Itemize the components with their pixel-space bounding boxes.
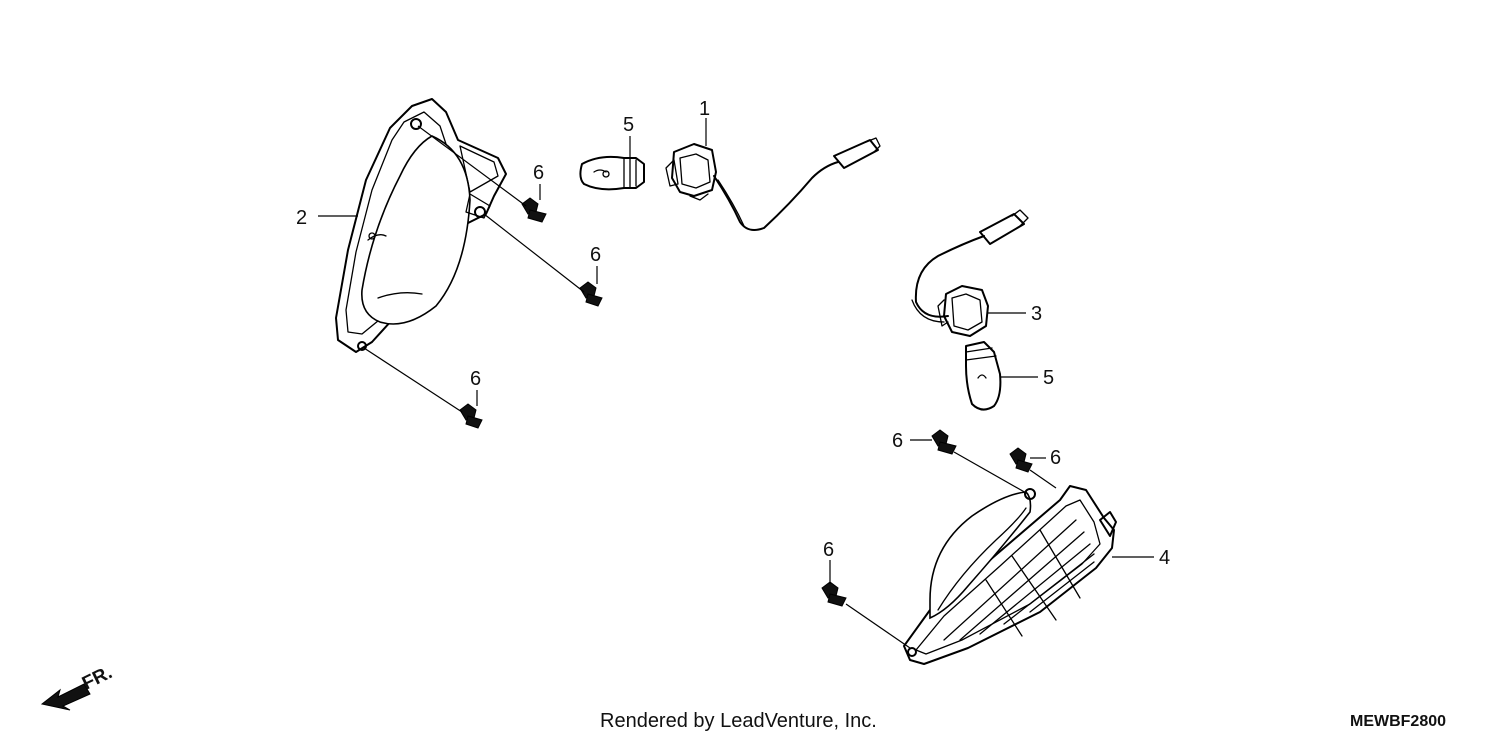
front-arrow-icon bbox=[40, 683, 91, 711]
callout-6-f: 6 bbox=[823, 539, 834, 561]
callout-6-a: 6 bbox=[533, 162, 544, 184]
callout-5-upper: 5 bbox=[623, 114, 634, 136]
callout-5-lower: 5 bbox=[1043, 367, 1054, 389]
part-1-socket-harness[interactable] bbox=[665, 137, 881, 231]
part-4-rear-winker-lens[interactable] bbox=[903, 485, 1117, 665]
part-6-screw-b[interactable] bbox=[579, 281, 603, 307]
front-direction-indicator: FR. bbox=[40, 662, 116, 711]
part-6-screw-e[interactable] bbox=[1009, 447, 1033, 473]
callout-4: 4 bbox=[1159, 547, 1170, 569]
callout-3: 3 bbox=[1031, 303, 1042, 325]
part-6-screw-f[interactable] bbox=[821, 581, 847, 607]
callout-1: 1 bbox=[699, 98, 710, 120]
callout-2: 2 bbox=[296, 207, 307, 229]
footer-credit: Rendered by LeadVenture, Inc. bbox=[600, 710, 877, 732]
part-6-screw-d[interactable] bbox=[931, 429, 957, 455]
diagram-code: MEWBF2800 bbox=[1350, 713, 1447, 730]
callout-6-d: 6 bbox=[892, 430, 903, 452]
part-5-bulb-upper[interactable] bbox=[579, 155, 645, 191]
part-5-bulb-lower[interactable] bbox=[965, 341, 1002, 411]
callout-6-b: 6 bbox=[590, 244, 601, 266]
callout-labels: 1 2 3 4 5 5 6 6 6 6 6 6 bbox=[296, 98, 1170, 569]
part-3-socket-harness[interactable] bbox=[911, 209, 1029, 337]
callout-6-e: 6 bbox=[1050, 447, 1061, 469]
leader-lines bbox=[318, 118, 1154, 649]
part-2-front-winker-lens[interactable] bbox=[335, 98, 507, 353]
part-6-screw-c[interactable] bbox=[459, 403, 483, 429]
callout-6-c: 6 bbox=[470, 368, 481, 390]
part-6-screw-a[interactable] bbox=[521, 197, 547, 223]
